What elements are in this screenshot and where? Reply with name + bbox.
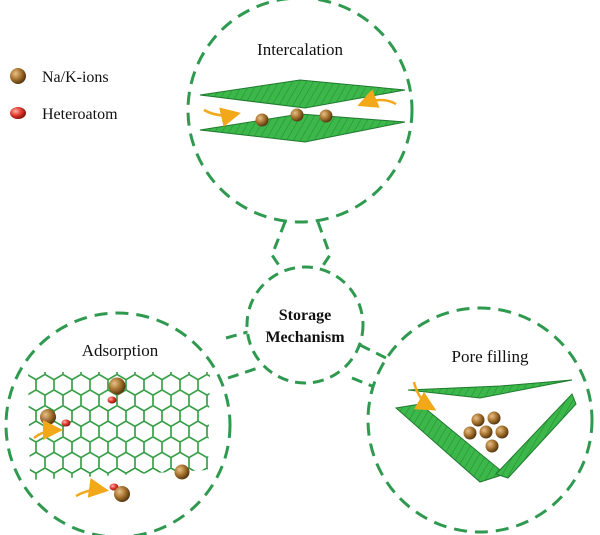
ion (40, 409, 56, 425)
legend-heteroatom-label: Heteroatom (42, 106, 118, 123)
ion (495, 425, 509, 439)
ion (290, 108, 304, 122)
center-node: Storage Mechanism (245, 265, 365, 385)
ion (487, 411, 501, 425)
legend: Na/K-ions Heteroatom (10, 68, 118, 123)
center-title-line2: Mechanism (265, 329, 345, 346)
pore-filling-title: Pore filling (452, 347, 529, 366)
center-title-line1: Storage (279, 307, 331, 324)
ion (114, 486, 130, 502)
heteroatom (107, 396, 117, 404)
ion (255, 113, 269, 127)
adsorption-arrow (75, 477, 109, 498)
pore-filling-panel: Pore filling (366, 306, 594, 534)
adsorption-panel: Adsorption (4, 311, 232, 535)
filling-arrow (412, 381, 437, 411)
ion (471, 413, 485, 427)
legend-ion-marker (10, 68, 26, 84)
adsorption-arrow (33, 420, 63, 441)
ion (463, 426, 477, 440)
ion (108, 377, 126, 395)
insertion-arrow-right (357, 89, 397, 108)
legend-heteroatom-marker (10, 107, 26, 119)
ion (479, 425, 493, 439)
ion (174, 464, 190, 480)
intercalation-panel: Intercalation (186, 0, 414, 224)
ion (319, 109, 333, 123)
connector-intercalation (270, 221, 332, 271)
storage-mechanism-circle (245, 265, 365, 385)
legend-ion-label: Na/K-ions (42, 69, 109, 86)
graphene-honeycomb (28, 372, 210, 480)
adsorption-title: Adsorption (82, 341, 159, 360)
insertion-arrow-left (203, 107, 241, 128)
heteroatom (61, 419, 71, 427)
ion (485, 439, 499, 453)
intercalation-title: Intercalation (257, 40, 343, 59)
